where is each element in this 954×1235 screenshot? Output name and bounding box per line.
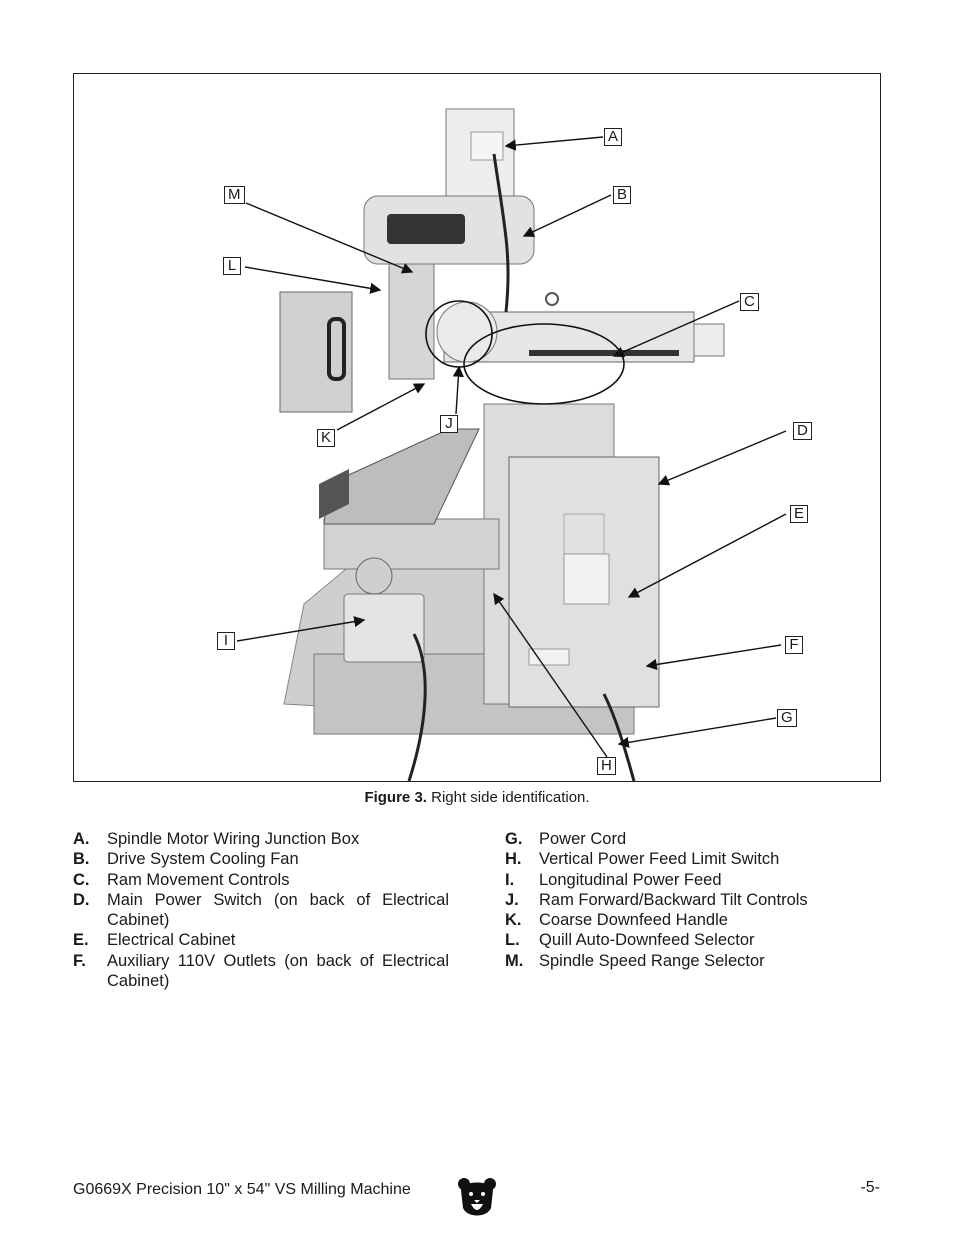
legend-item: I. Longitudinal Power Feed [505,870,835,890]
callout-h: H [597,757,616,775]
legend-text: Longitudinal Power Feed [539,870,722,889]
legend-letter: G. [505,830,523,848]
legend-item: E. Electrical Cabinet [73,930,449,950]
legend-item: G. Power Cord [505,829,835,849]
ram-controls-highlight [463,323,625,405]
figure-caption-label: Figure 3. [364,789,427,806]
callout-e: E [790,505,809,523]
milling-machine-illustration [236,108,787,781]
legend-text: Ram Movement Controls [107,870,290,889]
legend-text: Spindle Speed Range Selector [539,951,765,970]
callout-j: J [440,415,458,433]
legend-text: Auxiliary 110V Outlets (on back of Elect… [107,951,449,991]
legend-item: K. Coarse Downfeed Handle [505,910,835,930]
power-feed-unit [343,593,425,663]
callout-f: F [785,636,803,654]
legend-item: D. Main Power Switch (on back of Electric… [73,890,449,931]
bear-logo-icon [458,1178,496,1216]
junction-box [470,131,504,161]
control-panel [279,291,353,413]
page-number: -5- [860,1179,880,1196]
lifting-eye [545,292,559,306]
quill-housing [388,263,435,380]
knee [323,518,500,570]
speed-window [387,214,465,244]
work-table [323,428,480,525]
legend-item: L. Quill Auto-Downfeed Selector [505,930,835,950]
legend-letter: K. [505,911,522,930]
legend-item: C. Ram Movement Controls [73,870,449,890]
feed-cord [407,633,427,781]
legend-text: Main Power Switch (on back of Electrical… [107,890,449,930]
callout-k: K [317,429,336,447]
figure-caption: Figure 3. Right side identification. [0,789,954,806]
ram-end [693,323,725,357]
motor-cord [492,153,510,313]
control-panel-handle [327,317,346,381]
legend-item: J. Ram Forward/Backward Tilt Controls [505,890,835,910]
legend-letter: A. [73,830,90,848]
feed-handwheel [355,557,393,595]
legend-letter: F. [73,951,86,970]
legend-letter: D. [73,890,90,909]
legend-text: Spindle Motor Wiring Junction Box [107,830,360,848]
callout-l: L [223,257,241,275]
legend-letter: M. [505,951,524,970]
legend-text: Quill Auto-Downfeed Selector [539,931,755,950]
callout-b: B [613,186,632,204]
leader-lines [236,136,787,758]
legend-item: B. Drive System Cooling Fan [73,849,449,869]
legend-right: G. Power Cord H. Vertical Power Feed Limit… [505,829,835,971]
callout-a: A [604,128,623,146]
legend-letter: C. [73,870,90,889]
way-cover [319,469,349,519]
legend-left: A. Spindle Motor Wiring Junction Box B. Dr… [73,829,449,991]
footer-title: G0669X Precision 10" x 54" VS Milling Ma… [73,1181,411,1198]
ram-scale [529,350,679,356]
legend-letter: E. [73,931,89,950]
cabinet-label [563,553,610,605]
legend-text: Drive System Cooling Fan [107,850,299,869]
figure-frame: A B C D E F G H I J K L M [73,73,881,782]
legend-letter: L. [505,931,520,950]
cabinet-warning-label [528,648,570,666]
legend-item: F. Auxiliary 110V Outlets (on back of Ele… [73,951,449,992]
legend-text: Coarse Downfeed Handle [539,911,728,930]
legend-letter: B. [73,850,90,869]
legend-text: Power Cord [539,830,627,848]
legend-item: A. Spindle Motor Wiring Junction Box [73,829,449,849]
callout-m: M [224,186,245,204]
callout-g: G [777,709,797,727]
legend-letter: H. [505,850,522,869]
legend-text: Electrical Cabinet [107,931,236,950]
legend-item: H. Vertical Power Feed Limit Switch [505,849,835,869]
callout-d: D [793,422,812,440]
legend-letter: J. [505,890,519,909]
legend-text: Vertical Power Feed Limit Switch [539,850,780,869]
figure-caption-text: Right side identification. [426,789,590,806]
callout-i: I [217,632,235,650]
callout-c: C [740,293,759,311]
legend-text: Ram Forward/Backward Tilt Controls [539,890,808,909]
legend-letter: I. [505,870,515,889]
legend-item: M. Spindle Speed Range Selector [505,951,835,971]
